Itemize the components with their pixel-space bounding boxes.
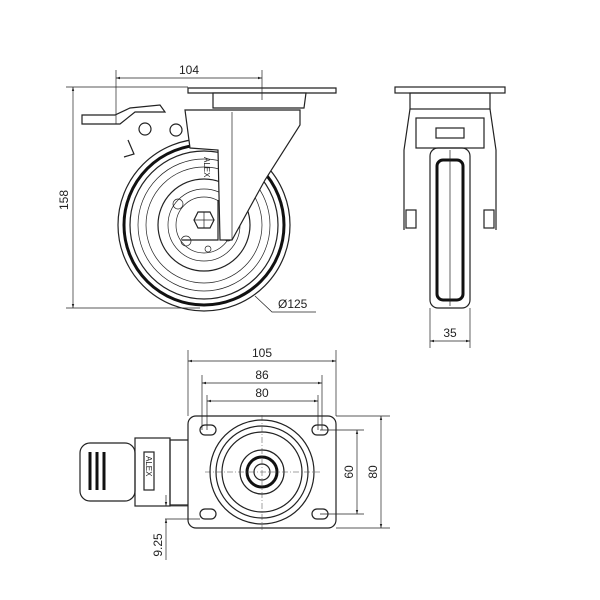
dimension-width-label: 35	[443, 326, 457, 340]
dimension-offset-925: 9.25	[151, 495, 200, 560]
dimension-60-label: 60	[342, 465, 356, 479]
axle-bolt	[193, 211, 215, 229]
brake-pedal: ALEX	[79, 437, 188, 507]
dimension-diameter-label: Ø125	[278, 297, 308, 311]
brand-label: ALEX	[144, 456, 153, 477]
dimension-plate-height: 80	[336, 415, 390, 529]
bottom-view: ALEX 105 86 80 60	[79, 346, 390, 560]
dimension-hole-outer: 86	[201, 368, 323, 430]
dimension-height-label: 158	[57, 190, 71, 210]
side-view: ALEX 158 104 Ø125	[57, 63, 337, 313]
dimension-offset: 104	[115, 63, 263, 124]
fork	[182, 87, 337, 241]
dimension-diameter: Ø125	[254, 295, 316, 313]
dimension-105-label: 105	[252, 346, 272, 360]
dimension-height: 158	[57, 86, 200, 309]
dimension-width: 35	[429, 308, 471, 348]
dimension-offset-label: 104	[179, 63, 199, 77]
dimension-86-label: 86	[255, 368, 269, 382]
dimension-hole-vertical: 60	[320, 429, 364, 515]
dimension-80-label: 80	[255, 386, 269, 400]
brand-logo: ALEX	[202, 157, 211, 178]
dimension-80-vertical-label: 80	[366, 465, 380, 479]
dimension-925-label: 9.25	[151, 533, 165, 557]
dimension-plate-width: 105	[187, 346, 337, 416]
brake-lever	[81, 104, 167, 158]
front-view: 35	[394, 86, 506, 348]
dimension-hole-inner: 80	[206, 386, 319, 430]
